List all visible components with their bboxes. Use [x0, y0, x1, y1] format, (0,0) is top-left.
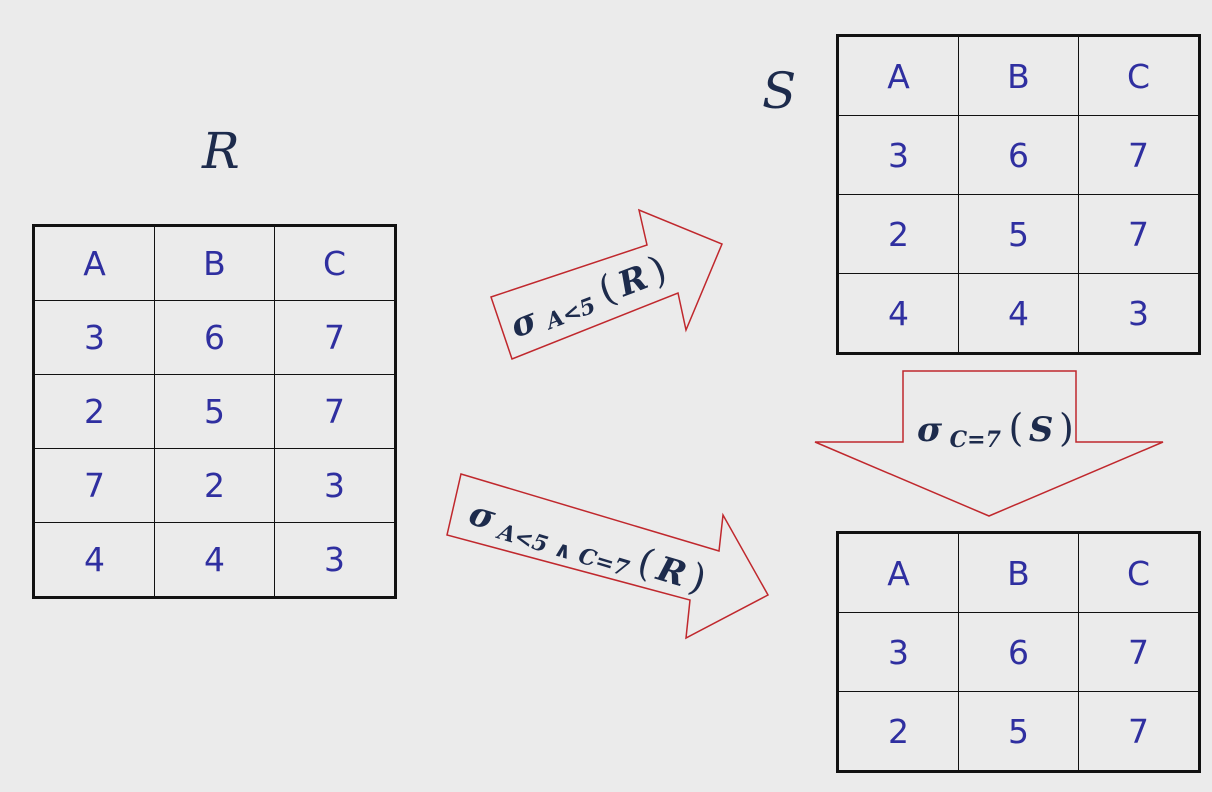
arrow-r-to-s: σ A<5 ( R ) [490, 208, 723, 360]
table-cell: 6 [154, 300, 275, 375]
table-cell: 7 [274, 374, 396, 449]
table-row: 2 5 7 [33, 374, 396, 449]
result-table: A B C 3 6 7 2 5 7 [836, 531, 1201, 773]
relation-s-label: S [762, 62, 797, 120]
table-cell: 2 [837, 691, 959, 772]
sigma-symbol: σ [505, 300, 544, 347]
close-paren: ) [1059, 406, 1074, 450]
table-header-row: A B C [33, 225, 396, 301]
table-row: 3 6 7 [837, 612, 1200, 692]
table-cell: 7 [33, 448, 155, 523]
selection-condition: A<5 ∧ C=7 [493, 518, 633, 582]
table-cell: 3 [1078, 273, 1200, 354]
table-row: 4 4 3 [837, 273, 1200, 354]
table-cell: 4 [154, 522, 275, 598]
table-header-row: A B C [837, 532, 1200, 613]
relation-argument: R [651, 549, 690, 596]
table-row: 7 2 3 [33, 448, 396, 523]
table-cell: 2 [837, 194, 959, 274]
table-cell: 3 [837, 115, 959, 195]
relation-r-label: R [202, 122, 240, 180]
table-row: 2 5 7 [837, 691, 1200, 772]
selection-condition: C=7 [950, 427, 1002, 453]
arrow-r-to-t: σ A<5 ∧ C=7 ( R ) [446, 473, 770, 640]
column-header: B [958, 532, 1079, 613]
table-cell: 5 [958, 194, 1079, 274]
table-row: 3 6 7 [837, 115, 1200, 195]
arrow-s-to-t-label: σ C=7 ( S ) [917, 406, 1074, 453]
table-cell: 3 [33, 300, 155, 375]
column-header: A [837, 532, 959, 613]
table-cell: 4 [958, 273, 1079, 354]
arrow-r-to-t-label: σ A<5 ∧ C=7 ( R ) [464, 489, 712, 604]
table-cell: 5 [958, 691, 1079, 772]
table-row: 2 5 7 [837, 194, 1200, 274]
table-cell: 7 [1078, 612, 1200, 692]
sigma-symbol: σ [464, 493, 500, 539]
relation-s-table: A B C 3 6 7 2 5 7 4 4 3 [836, 34, 1201, 355]
table-cell: 7 [1078, 115, 1200, 195]
relation-r-table: A B C 3 6 7 2 5 7 7 2 3 4 4 3 [32, 224, 397, 599]
open-paren: ( [1009, 406, 1024, 450]
sigma-symbol: σ [917, 410, 943, 450]
column-header: A [837, 35, 959, 116]
table-cell: 4 [33, 522, 155, 598]
column-header: A [33, 225, 155, 301]
arrow-r-to-s-label: σ A<5 ( R ) [503, 247, 672, 348]
table-cell: 3 [274, 522, 396, 598]
table-cell: 3 [274, 448, 396, 523]
table-cell: 4 [837, 273, 959, 354]
arrow-r-to-t-shape [446, 473, 770, 640]
column-header: B [958, 35, 1079, 116]
selection-condition: A<5 [541, 292, 600, 335]
table-row: 3 6 7 [33, 300, 396, 375]
table-cell: 7 [1078, 194, 1200, 274]
table-row: 4 4 3 [33, 522, 396, 598]
table-cell: 5 [154, 374, 275, 449]
arrow-s-to-t: σ C=7 ( S ) [814, 370, 1164, 517]
table-cell: 7 [1078, 691, 1200, 772]
table-cell: 7 [274, 300, 396, 375]
column-header: C [1078, 532, 1200, 613]
arrow-r-to-s-shape [490, 208, 723, 360]
column-header: C [1078, 35, 1200, 116]
relation-argument: S [1029, 410, 1054, 450]
table-header-row: A B C [837, 35, 1200, 116]
arrow-s-to-t-shape [814, 370, 1164, 517]
table-cell: 2 [33, 374, 155, 449]
